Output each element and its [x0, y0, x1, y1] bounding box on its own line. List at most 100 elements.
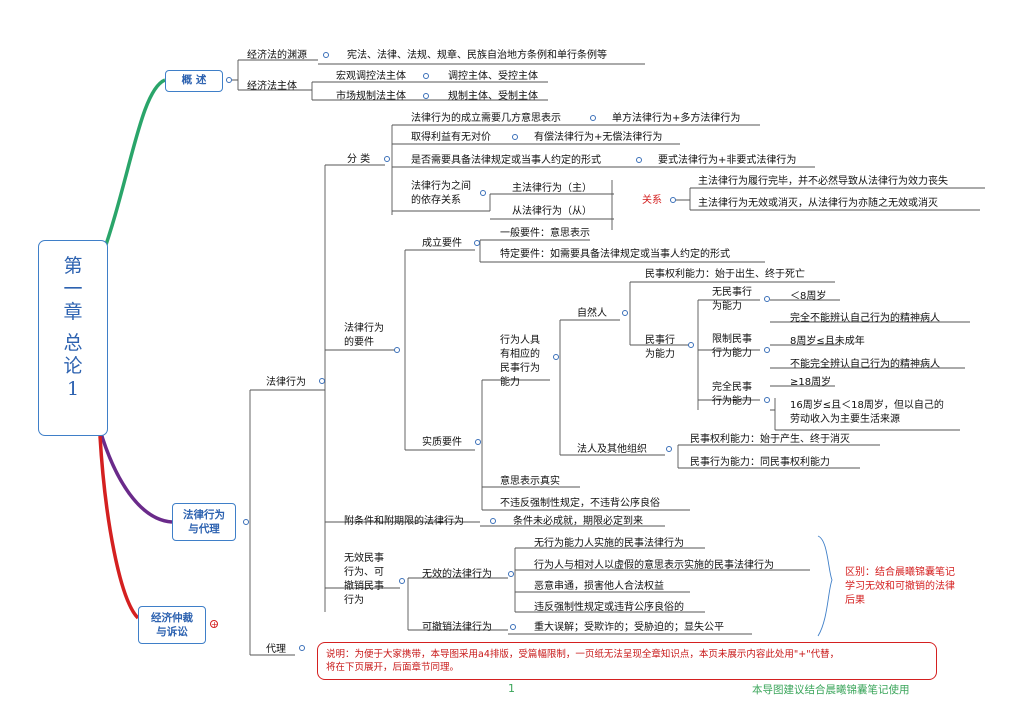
conduct-capacity-line-2: 为能力: [645, 349, 675, 360]
source-value: 宪法、法律、法规、规章、民族自治地方条例和单行条例等: [347, 50, 607, 61]
full-capacity-dot[interactable]: [764, 397, 770, 403]
classification-dot[interactable]: [384, 156, 390, 162]
act-dot[interactable]: [319, 378, 325, 384]
no-violation: 不违反强制性规定，不违背公序良俗: [500, 498, 660, 509]
agency-label: 代理: [266, 644, 286, 655]
relation-1: 主法律行为履行完毕，并不必然导致从法律行为效力丧失: [698, 176, 948, 187]
macro-label: 宏观调控法主体: [336, 71, 406, 82]
act-label: 法律行为: [266, 377, 306, 388]
distinction-line-3: 后果: [845, 595, 865, 606]
invalid-2: 行为人与相对人以虚假的意思表示实施的民事法律行为: [534, 560, 774, 571]
conditional-label: 附条件和附期限的法律行为: [344, 516, 464, 527]
overview-expand-dot[interactable]: [226, 77, 232, 83]
class-4-line-2: 的依存关系: [411, 195, 461, 206]
invalid-1: 无行为能力人实施的民事法律行为: [534, 538, 684, 549]
revocable-label: 可撤销法律行为: [422, 622, 492, 633]
note-line-2: 将在下页展开，后面章节同理。: [326, 662, 460, 673]
macro-value: 调控主体、受控主体: [448, 71, 538, 82]
true-intent: 意思表示真实: [500, 476, 560, 487]
full-capacity-line-2: 行为能力: [712, 396, 752, 407]
macro-dot[interactable]: [423, 73, 429, 79]
class-3-dot[interactable]: [636, 157, 642, 163]
conditional-dot[interactable]: [490, 518, 496, 524]
invalid-group-line-4: 行为: [344, 595, 364, 606]
source-label: 经济法的渊源: [247, 50, 307, 61]
root-chapter-box: 第 一 章 总 论 1: [38, 240, 108, 436]
limited-capacity-dot[interactable]: [764, 347, 770, 353]
capacity-line-1: 行为人具: [500, 335, 540, 346]
formation-label: 成立要件: [422, 238, 462, 249]
branch-overview: [98, 78, 166, 263]
capacity-dot[interactable]: [553, 354, 559, 360]
limited-capacity-line-1: 限制民事: [712, 334, 752, 345]
legal-act-node[interactable]: 法律行为 与代理: [172, 503, 236, 541]
capacity-line-4: 能力: [500, 377, 520, 388]
revocable-value: 重大误解；受欺诈的；受胁迫的；显失公平: [534, 622, 724, 633]
legal-act-line-1: 法律行为: [183, 509, 225, 521]
substantive-label: 实质要件: [422, 437, 462, 448]
class-1-dot[interactable]: [590, 115, 596, 121]
relation-dot[interactable]: [670, 197, 676, 203]
none-capacity-line-1: 无民事行: [712, 287, 752, 298]
root-line-1: 第: [63, 255, 83, 277]
none-capacity-dot[interactable]: [764, 296, 770, 302]
distinction-line-2: 学习无效和可撤销的法律: [845, 581, 955, 592]
root-line-2: 一: [63, 278, 83, 300]
footer-text: 本导图建议结合晨曦锦囊笔记使用: [752, 684, 910, 696]
distinction-line-1: 区别：结合晨曦锦囊笔记: [845, 567, 955, 578]
lp-right: 民事权利能力：始于产生、终于消灭: [690, 434, 850, 445]
full-capacity-line-1: 完全民事: [712, 382, 752, 393]
agency-dot[interactable]: [299, 645, 305, 651]
overview-label: 概 述: [181, 74, 207, 86]
limited-2: 不能完全辨认自己行为的精神病人: [790, 359, 940, 370]
invalid-group-line-1: 无效民事: [344, 553, 384, 564]
substantive-dot[interactable]: [475, 439, 481, 445]
class-2-value: 有偿法律行为+无偿法律行为: [534, 132, 663, 143]
full-1: ≥18周岁: [790, 377, 832, 388]
natural-person-dot[interactable]: [622, 310, 628, 316]
conditional-value: 条件未必成就，期限必定到来: [513, 516, 643, 527]
legal-person-dot[interactable]: [666, 446, 672, 452]
page-number: 1: [508, 682, 515, 695]
invalid-dot[interactable]: [508, 571, 514, 577]
class-4-line-1: 法律行为之间: [411, 181, 471, 192]
legal-act-expand-dot[interactable]: [243, 519, 249, 525]
legal-person: 法人及其他组织: [577, 444, 647, 455]
natural-person: 自然人: [577, 308, 607, 319]
invalid-group-dot[interactable]: [399, 578, 405, 584]
elements-line-2: 的要件: [344, 337, 374, 348]
overview-node[interactable]: 概 述: [165, 70, 223, 92]
formation-dot[interactable]: [474, 240, 480, 246]
subject-label: 经济法主体: [247, 81, 297, 92]
none-1: ＜8周岁: [790, 291, 827, 302]
class-2-dot[interactable]: [512, 134, 518, 140]
legal-act-line-2: 与代理: [188, 523, 220, 535]
capacity-line-2: 有相应的: [500, 349, 540, 360]
conduct-capacity-dot[interactable]: [688, 342, 694, 348]
class-3-label: 是否需要具备法律规定或当事人约定的形式: [411, 155, 601, 166]
elements-dot[interactable]: [394, 347, 400, 353]
main-act: 主法律行为（主）: [512, 183, 592, 194]
market-label: 市场规制法主体: [336, 91, 406, 102]
formation-1: 一般要件：意思表示: [500, 228, 590, 239]
limited-capacity-line-2: 行为能力: [712, 348, 752, 359]
root-line-4: 总: [63, 332, 83, 354]
sub-act: 从法律行为（从）: [512, 206, 592, 217]
revocable-dot[interactable]: [510, 624, 516, 630]
relation-2: 主法律行为无效或消灭，从法律行为亦随之无效或消灭: [698, 198, 938, 209]
source-dot[interactable]: [323, 52, 329, 58]
class-4-dot[interactable]: [480, 190, 486, 196]
root-line-6: 1: [66, 378, 80, 400]
conduct-capacity-line-1: 民事行: [645, 335, 675, 346]
arbitration-expand-icon[interactable]: +: [210, 620, 218, 629]
elements-line-1: 法律行为: [344, 323, 384, 334]
limited-1: 8周岁≤且未成年: [790, 336, 865, 347]
none-capacity-line-2: 为能力: [712, 301, 742, 312]
arbitration-node[interactable]: 经济仲裁 与诉讼: [138, 606, 206, 644]
capacity-line-3: 民事行为: [500, 363, 540, 374]
class-1-label: 法律行为的成立需要几方意思表示: [411, 113, 561, 124]
market-dot[interactable]: [423, 93, 429, 99]
invalid-group-line-3: 撤销民事: [344, 581, 384, 592]
invalid-4: 违反强制性规定或违背公序良俗的: [534, 602, 684, 613]
